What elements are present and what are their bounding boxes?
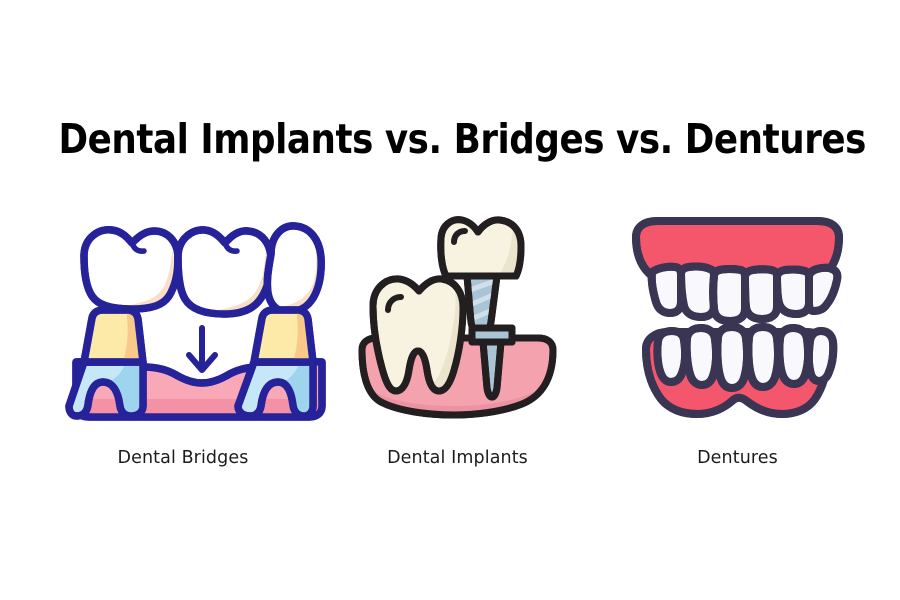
column-dentures: Dentures (620, 210, 855, 490)
column-dental-implants: Dental Implants (350, 210, 565, 490)
caption-dentures: Dentures (697, 448, 778, 468)
bridge-down-arrow (186, 325, 218, 373)
bridge-crown-center (174, 226, 275, 318)
column-dental-bridges: Dental Bridges (48, 210, 326, 490)
dentures-illustration (620, 210, 855, 425)
implant-crown (437, 216, 525, 280)
page-title: Dental Implants vs. Bridges vs. Dentures (58, 115, 867, 163)
implant-embedded-post (468, 324, 516, 401)
implant-natural-tooth (369, 275, 467, 395)
dental-implant-illustration (350, 210, 565, 425)
caption-dental-bridges: Dental Bridges (117, 448, 249, 468)
dental-bridge-illustration (48, 210, 326, 425)
lower-denture (642, 323, 838, 418)
bridge-abutment-left (65, 306, 147, 420)
bridge-crown-right (263, 222, 325, 316)
upper-denture (632, 217, 843, 325)
bridge-crown-left (80, 226, 182, 313)
lower-denture-teeth (653, 323, 838, 392)
bridge-abutment-right (234, 306, 317, 420)
implant-screw-post (463, 272, 501, 337)
caption-dental-implants: Dental Implants (387, 448, 528, 468)
upper-denture-teeth (647, 262, 842, 325)
